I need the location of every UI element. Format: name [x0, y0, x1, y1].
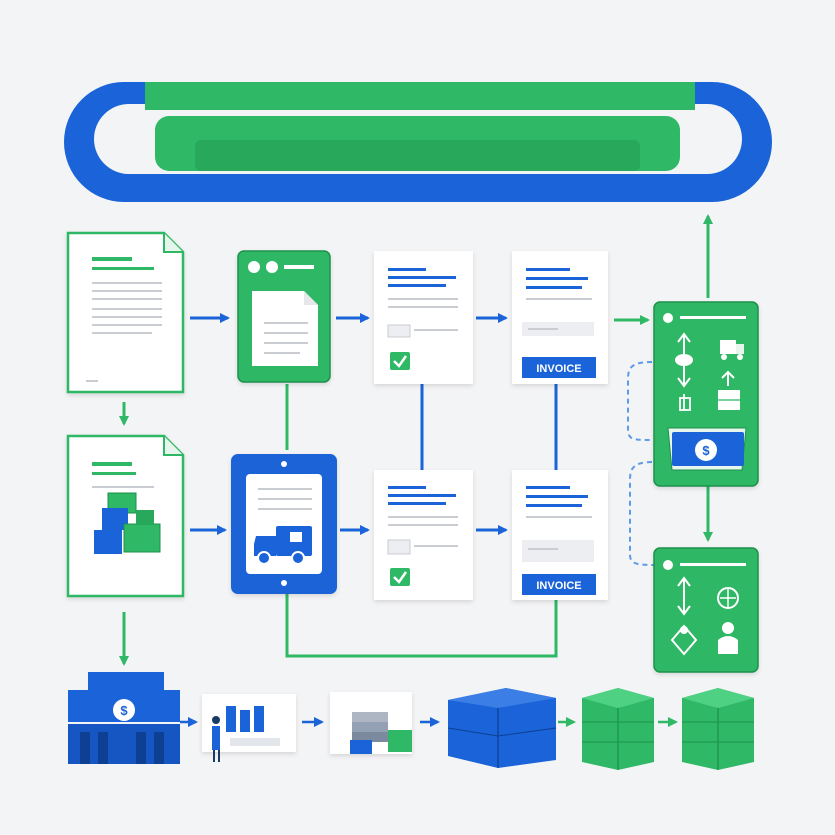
- document-lines-row2: [92, 462, 154, 488]
- checkmark-icon: [390, 568, 410, 586]
- document-lines-row1: [86, 257, 162, 382]
- stacked-boxes-icon: [94, 492, 161, 554]
- dashed-bracket-upper: [627, 361, 653, 441]
- receipt-lines-row1: [522, 268, 594, 336]
- invoice-button-row1: INVOICE: [522, 357, 596, 378]
- handcart-icon: [679, 394, 691, 411]
- panel-icons-row2: [663, 560, 746, 656]
- banner-green-bar-shade: [195, 140, 640, 171]
- invoice-card-row2: [374, 470, 473, 600]
- up-down-arrows-icon: [677, 576, 691, 616]
- document-icon: [252, 291, 318, 366]
- handshake-icon: [670, 624, 698, 656]
- invoice-lines-row2: [387, 486, 458, 586]
- pin-icon: [663, 313, 673, 323]
- delivery-truck-icon: [254, 526, 312, 565]
- tablet-screen-row2: [246, 461, 322, 586]
- top-banner: [64, 82, 772, 202]
- warehouse-worker-icon: [718, 622, 738, 654]
- link-bottom-bracket: [285, 594, 558, 658]
- green-cartons-icon: [582, 688, 654, 770]
- svg-text:$: $: [120, 703, 128, 718]
- bank-building-icon: $: [68, 672, 180, 764]
- pin-icon: [266, 261, 278, 273]
- pin-icon: [248, 261, 260, 273]
- invoice-lines-row1: [387, 268, 458, 370]
- green-cartons-icon: [682, 688, 754, 770]
- panel-icons-row1: $: [663, 313, 747, 471]
- delivery-truck-icon: [720, 340, 744, 360]
- stacked-trays-icon: [330, 692, 412, 754]
- currency-coin-icon: $: [667, 427, 747, 471]
- dashed-bracket-lower: [629, 461, 657, 566]
- banner-top-band: [145, 82, 695, 110]
- document-card-row1: [66, 231, 185, 394]
- pin-icon: [663, 560, 673, 570]
- blue-cartons-icon: [447, 688, 557, 768]
- receipt-lines-row2: [522, 486, 594, 562]
- invoice-button-label: INVOICE: [536, 580, 581, 592]
- connectors: [119, 214, 713, 727]
- shipping-box-icon: [718, 370, 740, 410]
- invoice-button-label: INVOICE: [536, 363, 581, 375]
- presentation-board-icon: [202, 694, 296, 762]
- up-down-arrows-icon: [675, 332, 693, 388]
- checkmark-icon: [390, 352, 410, 370]
- tablet-header-row1: [248, 261, 314, 273]
- globe-money-icon: [717, 587, 739, 609]
- invoice-button-row2: INVOICE: [522, 574, 596, 595]
- svg-text:$: $: [702, 443, 710, 458]
